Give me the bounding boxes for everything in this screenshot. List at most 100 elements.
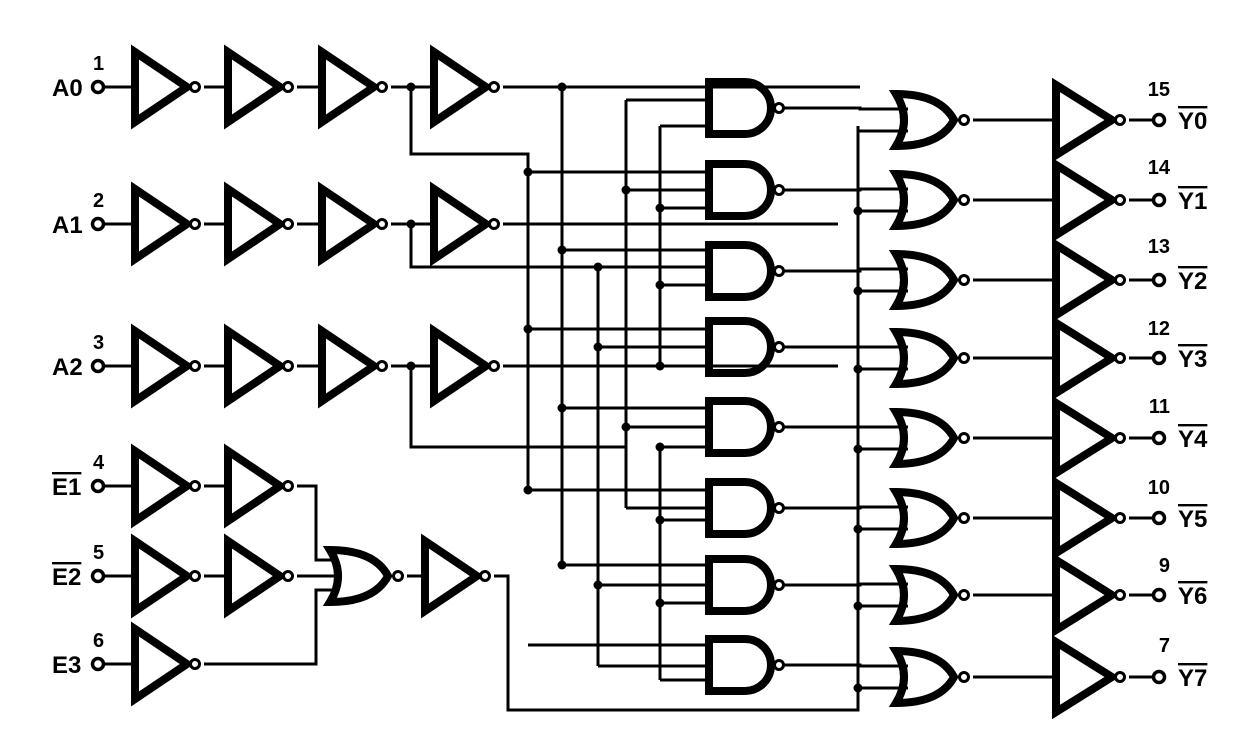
inversion-bubble: [1114, 274, 1126, 286]
output-label-y3: Y3: [1178, 346, 1207, 373]
junction-dot: [557, 403, 567, 413]
inversion-bubble: [189, 360, 201, 372]
or-gate: [888, 169, 959, 231]
inversion-bubble: [958, 512, 970, 524]
nand-gate: [705, 78, 775, 138]
inversion-bubble: [488, 81, 500, 93]
inversion-bubble: [488, 360, 500, 372]
inversion-bubble: [1114, 352, 1126, 364]
input-pin-a2: [90, 358, 106, 374]
junction-dot: [557, 560, 567, 570]
pins: [90, 79, 1167, 685]
inversion-bubble: [189, 658, 201, 670]
junction-dot: [523, 167, 533, 177]
output-label-y5: Y5: [1178, 506, 1207, 533]
output-pin-y4: [1151, 430, 1167, 446]
inverter-gate: [430, 181, 494, 267]
inversion-bubble: [958, 671, 970, 683]
inversion-bubble: [189, 81, 201, 93]
inversion-bubble: [1114, 432, 1126, 444]
inversion-bubble: [189, 480, 201, 492]
inversion-bubble: [376, 81, 388, 93]
junction-dot: [853, 364, 863, 374]
or-gate: [888, 327, 959, 389]
enable-bus: [494, 126, 860, 712]
inverter-gate: [224, 44, 288, 130]
wires: [104, 85, 1153, 712]
inverter-gate: [224, 443, 288, 529]
inversion-bubble: [958, 274, 970, 286]
inversion-bubble: [958, 432, 970, 444]
output-buffer: [1052, 77, 1120, 163]
inversion-bubble: [1114, 194, 1126, 206]
inversion-bubbles: [189, 81, 1126, 683]
inverter-gate: [131, 533, 195, 619]
junction-dot: [853, 524, 863, 534]
junction-dot: [853, 286, 863, 296]
output-label-y6: Y6: [1178, 583, 1207, 610]
nand-gate: [705, 160, 775, 220]
junction-dot: [557, 82, 567, 92]
inverter-gate: [224, 323, 288, 409]
inversion-bubble: [376, 360, 388, 372]
gates: [131, 44, 1120, 720]
nand-gate: [705, 317, 775, 377]
input-pin-e3: [90, 656, 106, 672]
output-buffer: [1052, 237, 1120, 323]
output-label-y7: Y7: [1178, 665, 1207, 692]
output-pin-y6: [1151, 587, 1167, 603]
inversion-bubble: [282, 218, 294, 230]
input-label-a1: A1: [52, 212, 83, 239]
inversion-bubble: [282, 360, 294, 372]
output-label-y0: Y0: [1178, 108, 1207, 135]
inverter-gate: [318, 323, 382, 409]
inversion-bubble: [488, 218, 500, 230]
a0-true-bus: [409, 87, 530, 490]
junction-dot: [853, 206, 863, 216]
pin-number: 1: [93, 53, 104, 75]
inverter-gate: [421, 533, 485, 619]
output-pin-y1: [1151, 192, 1167, 208]
output-buffer: [1052, 315, 1120, 401]
pin-number: 9: [1159, 555, 1170, 577]
output-pin-y0: [1151, 112, 1167, 128]
inversion-bubble: [282, 570, 294, 582]
wire: [297, 484, 338, 562]
inversion-bubble: [958, 589, 970, 601]
inverter-gate: [318, 181, 382, 267]
inversion-bubble: [773, 579, 785, 591]
inverter-gate: [131, 443, 195, 529]
inversion-bubble: [282, 81, 294, 93]
pin-number: 10: [1148, 477, 1170, 499]
inversion-bubble: [189, 218, 201, 230]
junction-dot: [523, 485, 533, 495]
labels: A01A12A23E14E25E3615Y014Y113Y212Y311Y410…: [52, 53, 1208, 692]
wire: [780, 106, 908, 111]
output-buffer: [1052, 475, 1120, 561]
junction-dot: [853, 601, 863, 611]
or-gate: [888, 564, 959, 626]
output-buffer: [1052, 552, 1120, 638]
pin-number: 13: [1148, 236, 1170, 258]
pin-number: 14: [1148, 157, 1171, 179]
input-label-e3: E3: [52, 652, 81, 679]
pin-number: 2: [93, 190, 104, 212]
inversion-bubble: [392, 570, 404, 582]
output-pin-y3: [1151, 350, 1167, 366]
wire: [780, 582, 908, 587]
junction-dot: [621, 185, 631, 195]
junction-dot: [406, 361, 416, 371]
or-gate: [888, 487, 959, 549]
junction-dot: [523, 324, 533, 334]
output-label-y1: Y1: [1178, 188, 1207, 215]
junction-dot: [655, 280, 665, 290]
output-buffer: [1052, 157, 1120, 243]
junction-dot: [621, 422, 631, 432]
output-label-y2: Y2: [1178, 268, 1207, 295]
junction-dot: [406, 219, 416, 229]
input-label-e2: E2: [52, 564, 81, 591]
inverter-gate: [430, 323, 494, 409]
pin-number: 6: [93, 630, 104, 652]
inverter-gate: [131, 181, 195, 267]
